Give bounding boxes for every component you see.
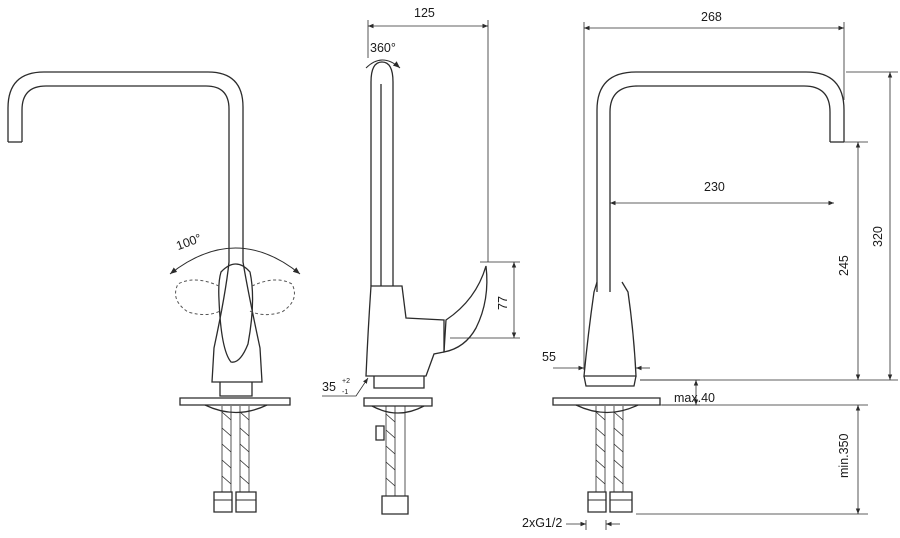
connection-label: 2xG1/2	[522, 516, 563, 530]
front-hoses	[213, 406, 257, 513]
base-angle-tolerance-lower: -1	[342, 389, 349, 396]
depth-dimension-label: 125	[414, 6, 435, 20]
hose-length-label: min.350	[837, 433, 851, 478]
overall-height-label: 320	[871, 226, 885, 247]
side-view	[322, 20, 520, 515]
base-diameter-label: 55	[542, 350, 556, 364]
overall-width-label: 268	[701, 10, 722, 24]
right-view	[552, 22, 898, 530]
side-hoses	[375, 406, 409, 515]
spout-reach-label: 230	[704, 180, 725, 194]
right-hoses	[587, 406, 633, 513]
spout-height-label: 245	[837, 255, 851, 276]
base-angle-label: 35	[322, 380, 336, 394]
front-view	[7, 71, 301, 513]
base-angle-tolerance-upper: +2	[342, 378, 350, 385]
lever-height-label: 77	[496, 296, 510, 310]
rotation-label: 360°	[370, 41, 396, 55]
max-deck-thickness-label: max.40	[674, 391, 715, 405]
